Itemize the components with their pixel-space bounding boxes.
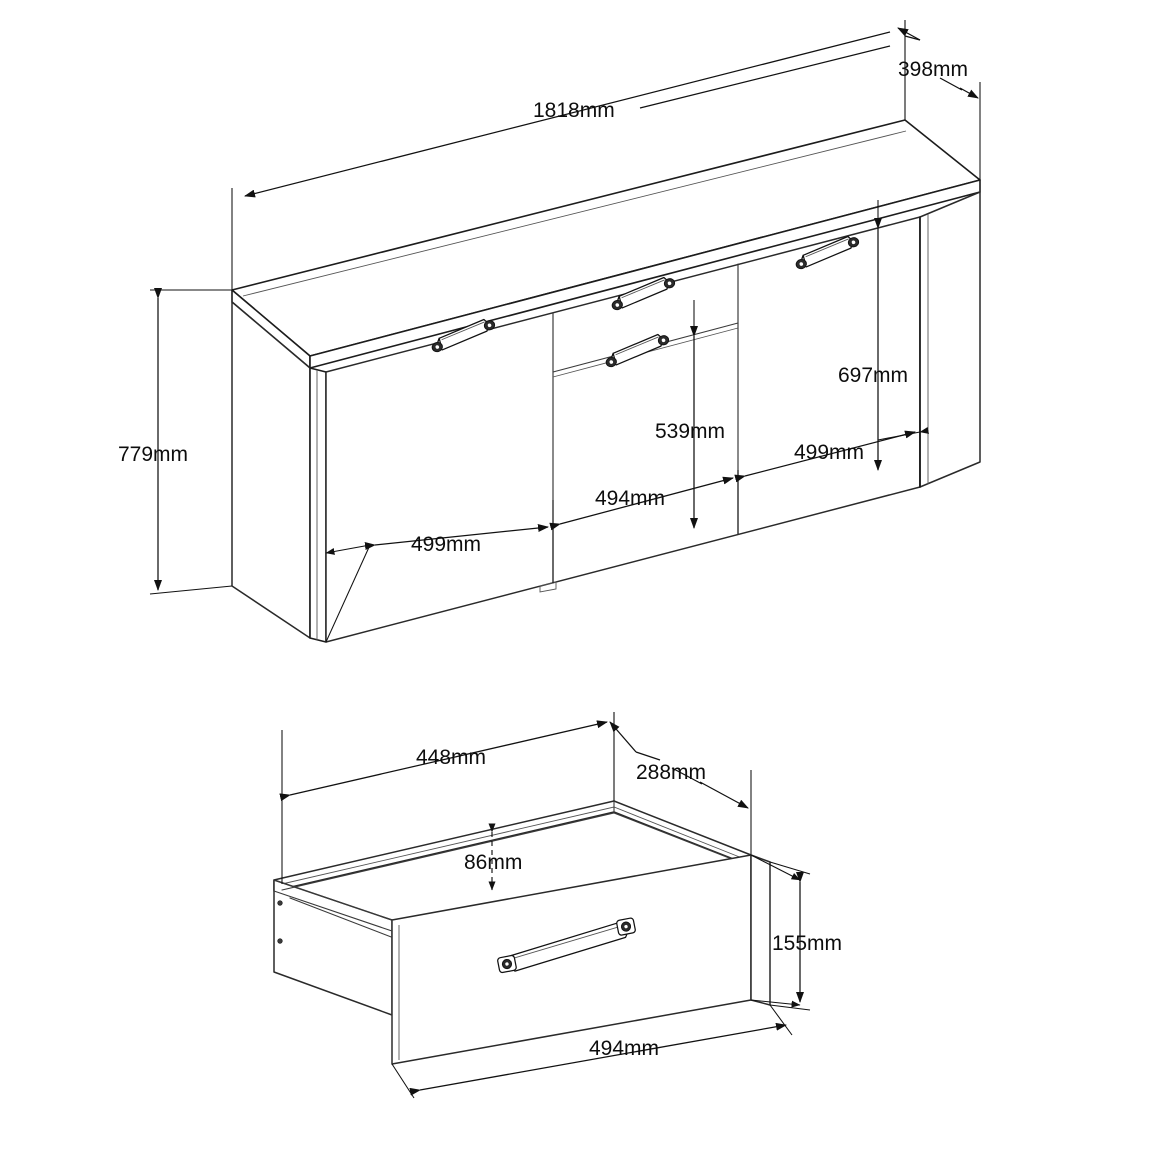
center-drawer-handle[interactable] — [609, 275, 678, 311]
dim-label-center-door-width: 494mm — [595, 487, 665, 510]
dim-label-drawer-inner-height: 86mm — [464, 851, 522, 874]
dim-label-left-door-width: 499mm — [411, 533, 481, 556]
sideboard-assembly-view — [149, 20, 981, 643]
cabinet-left-side-panel — [231, 301, 327, 643]
dim-drawer-inner-width — [279, 712, 615, 884]
dim-label-drawer-inner-width: 448mm — [416, 746, 486, 769]
drawer-detail-view — [273, 712, 811, 1099]
dim-label-center-door-height: 539mm — [655, 420, 725, 443]
dim-label-drawer-depth: 288mm — [636, 761, 706, 784]
left-door-handle[interactable] — [429, 317, 498, 353]
dowel-hole — [277, 938, 283, 944]
dim-overall-height — [149, 288, 233, 595]
dim-label-drawer-front-height: 155mm — [772, 932, 842, 955]
drawer-front-handle[interactable] — [495, 917, 639, 974]
right-door-handle[interactable] — [793, 234, 862, 270]
center-door-handle[interactable] — [603, 332, 672, 368]
dim-label-drawer-front-width: 494mm — [589, 1037, 659, 1060]
cabinet-right-side-panel — [919, 191, 981, 488]
dim-label-overall-width: 1818mm — [533, 99, 615, 122]
dim-drawer-front-height — [750, 854, 811, 1011]
dim-label-overall-height: 779mm — [118, 443, 188, 466]
drawer-front-panel — [391, 854, 771, 1065]
dowel-hole — [277, 900, 283, 906]
dim-overall-depth — [897, 20, 981, 180]
dim-label-overall-depth: 398mm — [898, 58, 968, 81]
dim-drawer-front-width — [391, 1004, 793, 1099]
dim-drawer-depth — [609, 712, 752, 855]
dim-label-right-door-width: 499mm — [794, 441, 864, 464]
dim-label-side-door-height: 697mm — [838, 364, 908, 387]
